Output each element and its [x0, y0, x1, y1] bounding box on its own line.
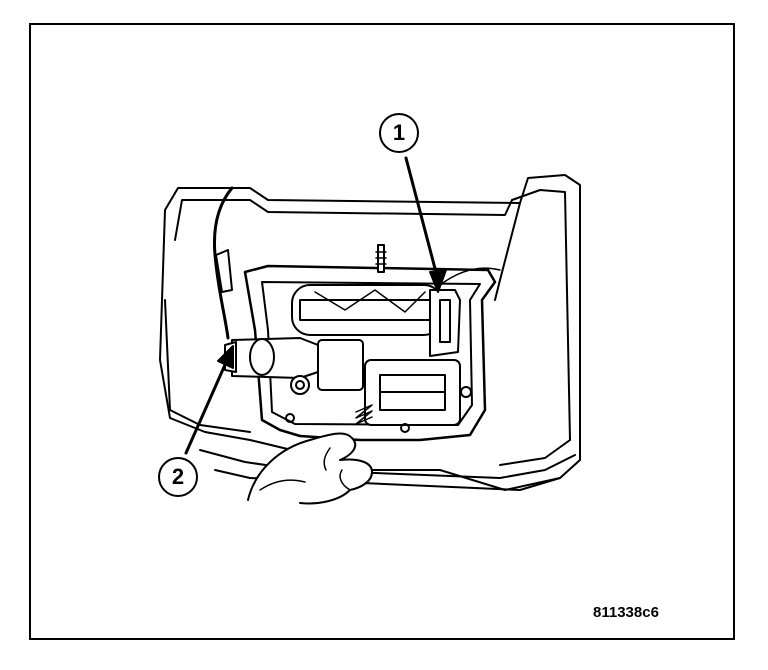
handle-linkage — [314, 289, 426, 313]
motor-housing — [317, 339, 364, 391]
lock-mechanism — [429, 289, 461, 357]
callout-2: 2 — [158, 457, 198, 497]
leader-line-2 — [184, 356, 230, 455]
spring — [355, 404, 373, 425]
lower-trim-2 — [214, 469, 561, 491]
arrowhead-1 — [429, 269, 447, 293]
door-sill-line — [164, 299, 251, 433]
actuator-cylinder — [231, 337, 319, 379]
arrowhead-2 — [217, 345, 234, 369]
lock-rod — [439, 267, 501, 286]
lower-trim — [199, 449, 576, 479]
cable-clip — [215, 249, 233, 293]
bolt-hole — [460, 386, 472, 398]
bolt-hole — [290, 375, 310, 395]
callout-1: 1 — [379, 113, 419, 153]
door-panel-inner-line — [174, 189, 571, 466]
figure-id: 811338c6 — [593, 604, 659, 621]
leader-line-1 — [404, 156, 440, 282]
window-channel — [494, 202, 521, 301]
